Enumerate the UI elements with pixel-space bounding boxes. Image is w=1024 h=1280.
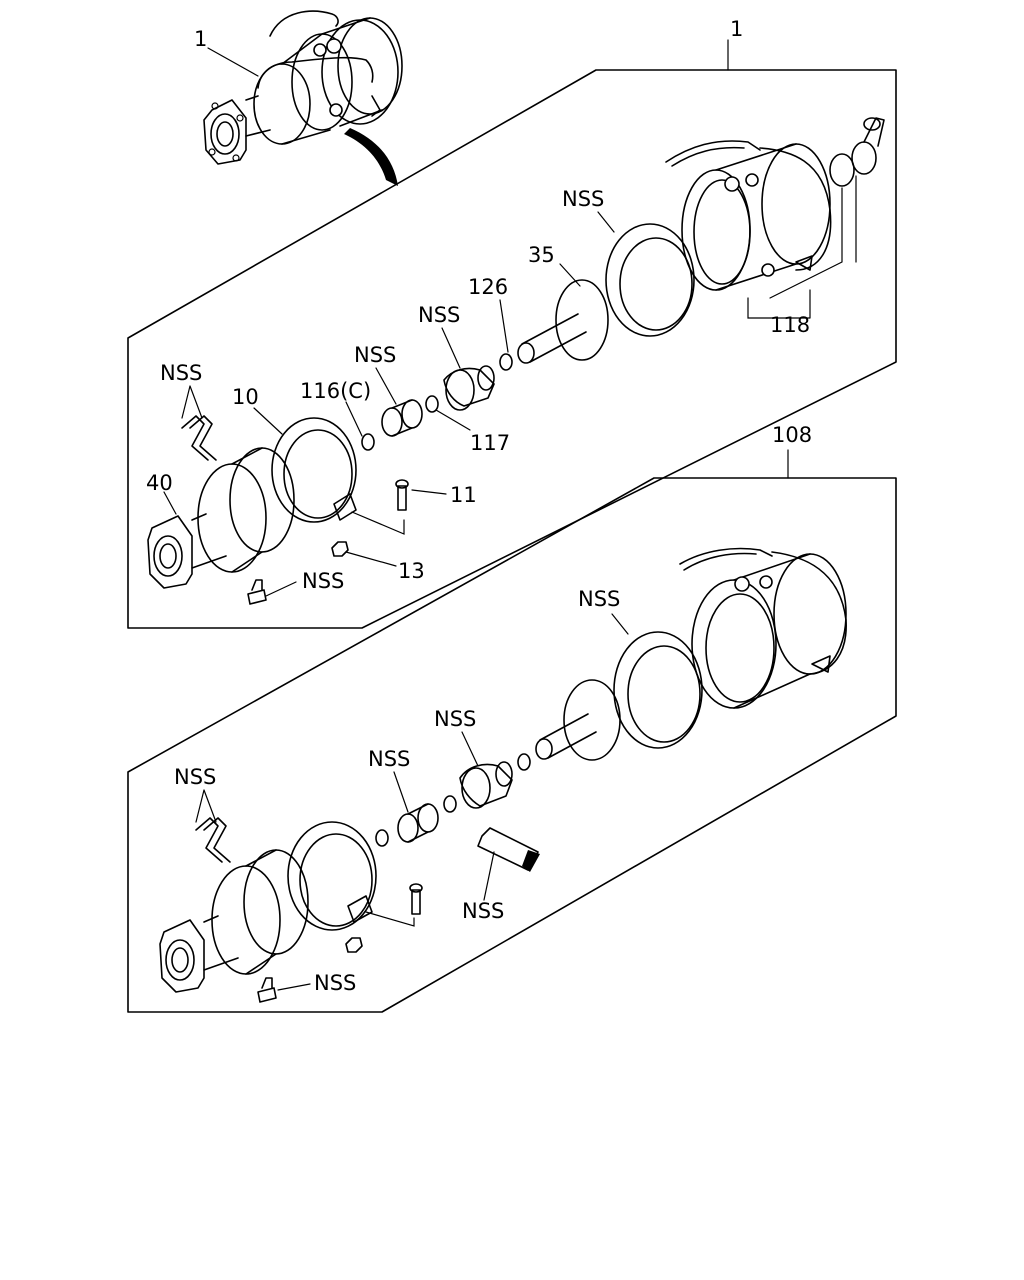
callout-top-gasket-nss: NSS bbox=[562, 187, 604, 211]
bottom-gasket-nss bbox=[613, 631, 703, 749]
top-plug-nss bbox=[247, 579, 267, 605]
bottom-elbow-pipe bbox=[159, 849, 309, 993]
callout-bottom-gasket-nss: NSS bbox=[578, 587, 620, 611]
bottom-shims-nss bbox=[195, 817, 231, 863]
bottom-clamp bbox=[287, 821, 377, 931]
bottom-bushing-nss bbox=[397, 803, 439, 843]
callout-bottom-boot-nss: NSS bbox=[434, 707, 476, 731]
bottom-shaft bbox=[535, 679, 621, 761]
callout-bottom-tool-nss: NSS bbox=[462, 899, 504, 923]
top-o-ring-118b bbox=[829, 153, 855, 187]
bottom-washer bbox=[517, 753, 531, 771]
callout-top-shims-nss: NSS bbox=[160, 361, 202, 385]
callout-part-13: 13 bbox=[398, 559, 425, 583]
callout-part-40: 40 bbox=[146, 471, 173, 495]
bottom-o-ring bbox=[443, 795, 457, 813]
top-shims-nss bbox=[181, 415, 217, 461]
bottom-washer-small bbox=[375, 829, 389, 847]
callout-top-boot-nss: NSS bbox=[418, 303, 460, 327]
top-fitting-118c bbox=[851, 117, 885, 175]
bottom-housing bbox=[679, 547, 847, 709]
callout-part-10: 10 bbox=[232, 385, 259, 409]
top-clamp-10 bbox=[271, 417, 357, 523]
callout-top-plug-nss: NSS bbox=[302, 569, 344, 593]
callout-part-118: 118 bbox=[770, 313, 810, 337]
bottom-plug-nss bbox=[257, 977, 277, 1003]
top-nut-13 bbox=[331, 541, 349, 557]
bottom-leader-lines bbox=[195, 449, 789, 991]
assembly-1-assembled-view bbox=[203, 10, 403, 165]
callout-part-126: 126 bbox=[468, 275, 508, 299]
callout-bottom-shims-nss: NSS bbox=[174, 765, 216, 789]
callout-part-116c: 116(C) bbox=[300, 379, 371, 403]
top-washer-116c bbox=[361, 433, 375, 451]
top-elbow-pipe-40 bbox=[147, 447, 295, 589]
assembly-direction-arrow bbox=[344, 128, 398, 186]
callout-assembly-1-panel: 1 bbox=[730, 17, 743, 41]
callout-bottom-bushing-nss: NSS bbox=[368, 747, 410, 771]
callout-assembly-108: 108 bbox=[772, 423, 812, 447]
callout-labels: 1 1 NSS 35 126 NSS NSS 118 NSS 10 116(C)… bbox=[146, 17, 812, 995]
top-bolt-11 bbox=[395, 479, 409, 511]
callout-part-117: 117 bbox=[470, 431, 510, 455]
panel-assembly-1 bbox=[127, 69, 897, 629]
top-housing-118 bbox=[665, 140, 832, 291]
top-bushing-nss bbox=[381, 399, 423, 437]
bottom-boot-nss bbox=[459, 761, 513, 809]
top-shaft-35 bbox=[517, 279, 609, 364]
top-boot-nss bbox=[443, 365, 495, 411]
top-o-ring-117 bbox=[425, 395, 439, 413]
top-gasket-nss bbox=[605, 223, 695, 337]
top-leader-lines bbox=[163, 39, 729, 597]
bottom-installer-tool-nss bbox=[477, 827, 540, 872]
panel-assembly-108 bbox=[127, 477, 897, 1013]
bottom-nut bbox=[345, 937, 363, 953]
callout-part-11: 11 bbox=[450, 483, 477, 507]
top-washer-126 bbox=[499, 353, 513, 371]
callout-part-35: 35 bbox=[528, 243, 555, 267]
callout-assembly-1: 1 bbox=[194, 27, 207, 51]
top-118-bracket bbox=[747, 175, 857, 319]
callout-top-bushing-nss: NSS bbox=[354, 343, 396, 367]
callout-bottom-plug-nss: NSS bbox=[314, 971, 356, 995]
bottom-bolt bbox=[409, 883, 423, 915]
